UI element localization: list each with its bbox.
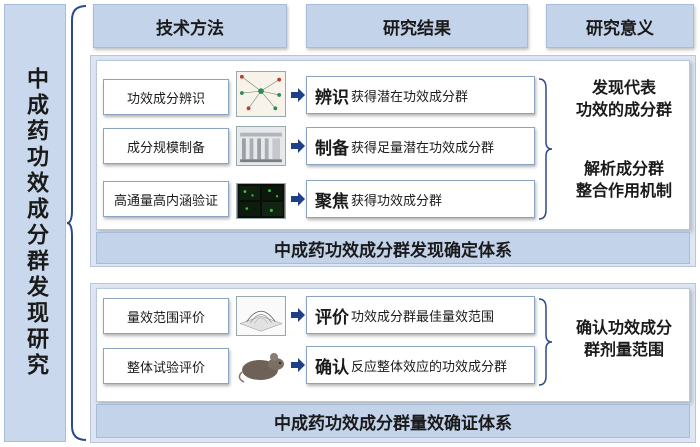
arrow-right-icon [290, 191, 306, 207]
result-key: 评价 [315, 303, 349, 328]
method-component-identification: 功效成分辨识 [103, 79, 229, 115]
result-text: 功效成分群最佳量效范围 [351, 306, 494, 325]
result-identification: 辨识获得潜在功效成分群 [306, 76, 535, 114]
meaning-discover: 发现代表 功效的成分群 [556, 76, 692, 122]
meaning-line: 群剂量范围 [584, 339, 664, 361]
meaning-analyze: 解析成分群 整合作用机制 [556, 157, 692, 203]
result-text: 获得功效成分群 [351, 190, 442, 209]
header-result: 研究结果 [306, 4, 528, 48]
header-meaning: 研究意义 [546, 4, 694, 48]
method-high-throughput-validation: 高通量高内涵验证 [103, 181, 229, 217]
section1-footer: 中成药功效成分群发现确定体系 [96, 232, 690, 264]
result-text: 获得潜在功效成分群 [351, 86, 468, 105]
meaning-confirm-dose: 确认功效成分 群剂量范围 [556, 316, 692, 362]
arrow-right-icon [290, 138, 306, 154]
section2-footer: 中成药功效成分群量效确证体系 [96, 404, 690, 438]
result-key: 确认 [315, 353, 349, 378]
meaning-line: 确认功效成分 [576, 317, 672, 339]
main-title-panel: 中成药功效成分群发现研究 [4, 4, 66, 442]
surface-plot-image [236, 296, 286, 336]
result-key: 聚焦 [315, 187, 349, 212]
header-method: 技术方法 [93, 4, 287, 48]
fluorescence-microscopy-image [236, 183, 286, 219]
result-preparation: 制备获得足量潜在功效成分群 [306, 127, 535, 165]
arrow-right-icon [290, 307, 306, 323]
arrow-right-icon [290, 87, 306, 103]
method-whole-animal-evaluation: 整体试验评价 [103, 348, 229, 384]
network-graph-image [236, 71, 286, 117]
mouse-image [234, 344, 290, 386]
main-title: 中成药功效成分群发现研究 [19, 67, 51, 379]
right-bracket [538, 78, 554, 220]
right-bracket [538, 298, 554, 386]
meaning-line: 整合作用机制 [576, 180, 672, 202]
lab-equipment-image [236, 126, 286, 166]
result-confirmation: 确认反应整体效应的功效成分群 [306, 346, 535, 384]
method-dose-range-evaluation: 量效范围评价 [103, 298, 229, 334]
result-text: 获得足量潜在功效成分群 [351, 137, 494, 156]
meaning-line: 功效的成分群 [576, 99, 672, 121]
result-evaluation: 评价功效成分群最佳量效范围 [306, 296, 535, 334]
result-focus: 聚焦获得功效成分群 [306, 180, 535, 218]
arrow-right-icon [290, 357, 306, 373]
meaning-line: 解析成分群 [584, 158, 664, 180]
method-scale-preparation: 成分规模制备 [103, 128, 229, 164]
result-text: 反应整体效应的功效成分群 [351, 356, 507, 375]
result-key: 制备 [315, 134, 349, 159]
meaning-line: 发现代表 [592, 77, 656, 99]
brace-connector [66, 0, 88, 447]
result-key: 辨识 [315, 83, 349, 108]
